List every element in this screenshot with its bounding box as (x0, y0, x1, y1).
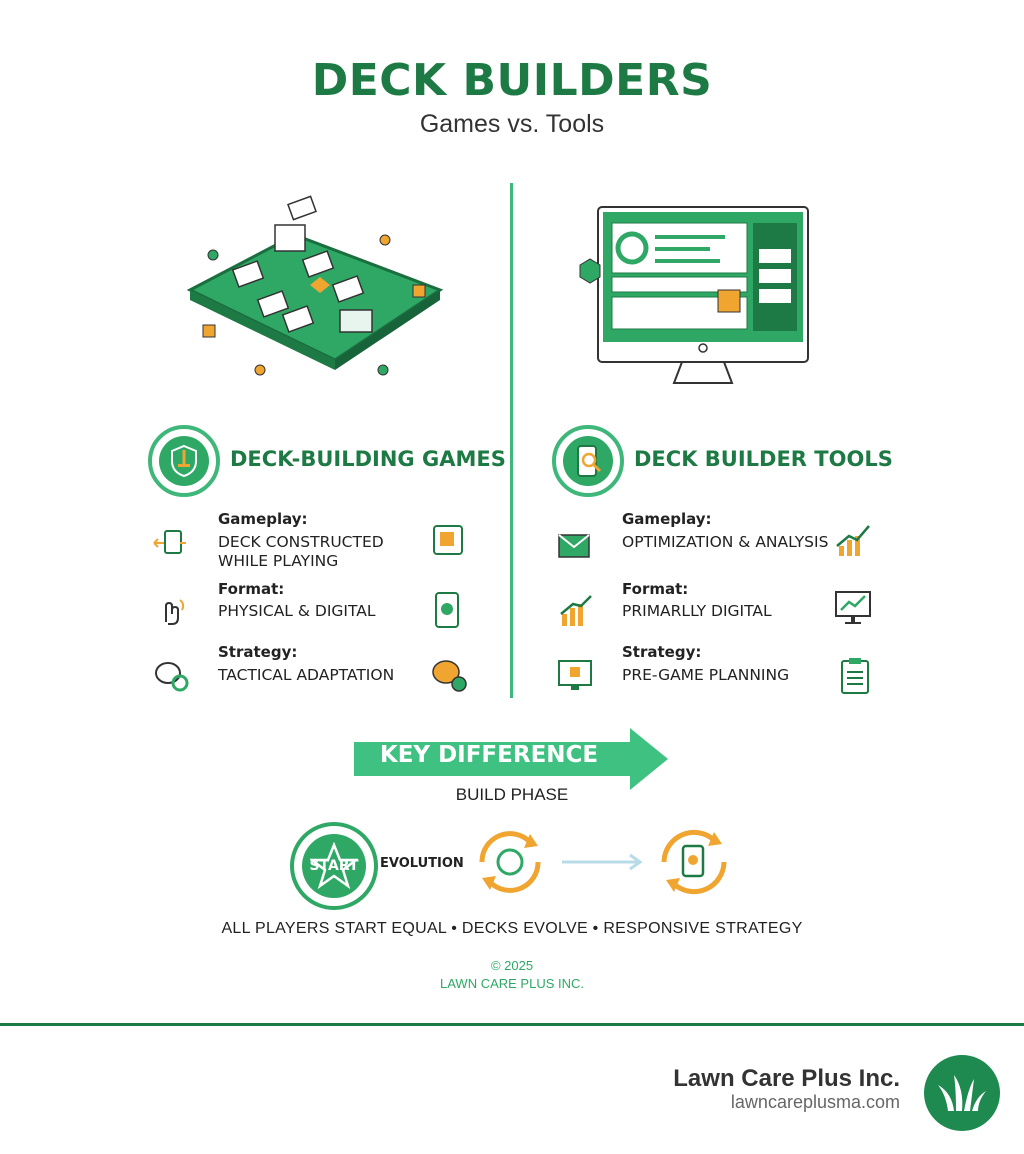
key-difference-label: KEY DIFFERENCE (379, 742, 599, 768)
right-strategy-value: PRE-GAME PLANNING (622, 666, 790, 684)
touch-hand-icon (165, 599, 185, 625)
monitor-chart-icon (835, 591, 871, 624)
game-board-illustration (186, 195, 444, 376)
footer-brand: Lawn Care Plus Inc. (673, 1065, 900, 1092)
page-subtitle: Games vs. Tools (419, 110, 605, 138)
left-strategy-label: Strategy: (218, 643, 298, 661)
brain-gear-icon (155, 662, 189, 692)
footer-url[interactable]: lawncareplusma.com (730, 1092, 900, 1112)
card-puzzle-icon (433, 525, 463, 555)
copyright-year: © 2025 (490, 958, 534, 973)
tools-badge (552, 425, 624, 497)
bar-growth-icon (836, 525, 870, 556)
left-strategy-value: TACTICAL ADAPTATION (218, 666, 395, 684)
left-section-title: DECK-BUILDING GAMES (230, 447, 506, 471)
left-format-value: PHYSICAL & DIGITAL (218, 602, 376, 620)
grass-icon (938, 1075, 986, 1111)
page-title: DECK BUILDERS (311, 55, 713, 106)
right-strategy-label: Strategy: (622, 643, 702, 661)
star-icon (310, 842, 358, 890)
summary-line: ALL PLAYERS START EQUAL • DECKS EVOLVE •… (221, 920, 803, 937)
brain-gear-color-icon (432, 660, 467, 692)
clipboard-checklist-icon (841, 658, 869, 694)
card-swap-icon (153, 530, 186, 554)
monitor-card-icon (558, 660, 592, 690)
right-gameplay-label: Gameplay: (622, 510, 712, 528)
left-gameplay-label: Gameplay: (218, 510, 308, 528)
right-section-title: DECK BUILDER TOOLS (634, 447, 893, 471)
tablet-icon (435, 592, 459, 628)
start-badge: START (290, 822, 378, 910)
phone-magnifier-icon (577, 445, 602, 477)
shield-sword-icon (171, 444, 197, 478)
cycle-icon (479, 831, 541, 893)
key-difference-arrow (354, 728, 668, 790)
right-format-value: PRIMARLLY DIGITAL (622, 602, 772, 620)
device-cycle-icon (661, 829, 727, 895)
flow-arrow-icon (562, 853, 643, 871)
evolution-label: EVOLUTION (380, 856, 464, 871)
monitor-illustration (579, 206, 809, 384)
brand-logo (924, 1055, 1000, 1131)
right-gameplay-value: OPTIMIZATION & ANALYSIS (622, 533, 829, 551)
build-phase-label: BUILD PHASE (455, 785, 569, 804)
right-format-label: Format: (622, 580, 689, 598)
footer-divider (0, 1023, 1024, 1026)
left-gameplay-value: DECK CONSTRUCTED WHILE PLAYING (218, 533, 384, 570)
bar-trend-icon (560, 595, 592, 626)
left-format-label: Format: (218, 580, 285, 598)
copyright-company: LAWN CARE PLUS INC. (440, 976, 584, 991)
start-label: START (309, 858, 359, 874)
mail-chart-icon (558, 534, 590, 558)
center-divider (510, 183, 513, 698)
shield-badge (148, 425, 220, 497)
